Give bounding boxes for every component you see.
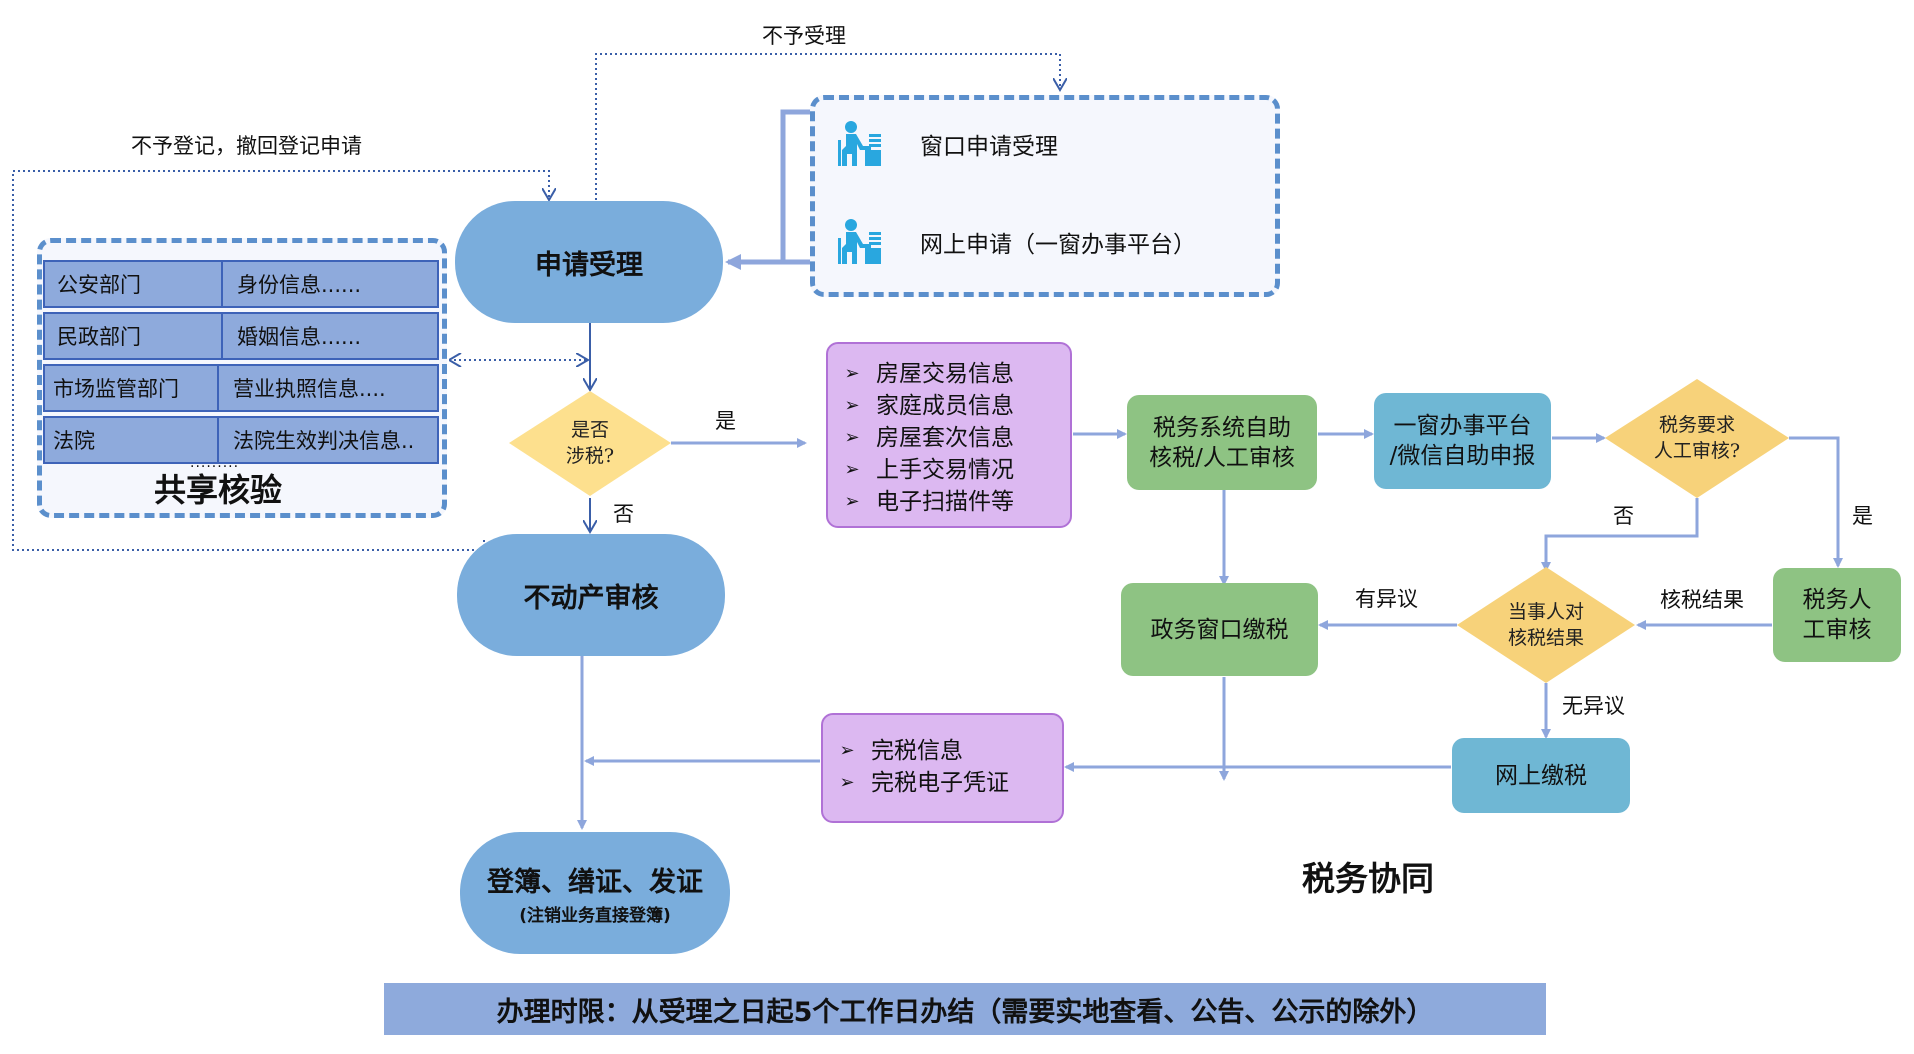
shared-verification-panel: 公安部门 身份信息...... 民政部门 婚姻信息...... 市场监管部门 营…	[37, 238, 447, 518]
list-item-text: 上手交易情况	[876, 457, 1014, 483]
time-limit-banner: 办理时限：从受理之日起5个工作日办结（需要实地查看、公告、公示的除外）	[384, 983, 1546, 1035]
department-cell: 市场监管部门	[45, 366, 219, 410]
verification-table: 公安部门 身份信息...... 民政部门 婚姻信息...... 市场监管部门 营…	[43, 260, 439, 464]
window-pay-node[interactable]: 政务窗口缴税	[1121, 583, 1318, 676]
table-row: 市场监管部门 营业执照信息....	[43, 364, 439, 412]
property-review-label: 不动产审核	[523, 582, 659, 614]
tax-decision-line2: 涉税?	[565, 445, 615, 467]
manual-review-decision-label: 税务要求 人工审核?	[1637, 408, 1757, 468]
table-row: 民政部门 婚姻信息......	[43, 312, 439, 360]
manual-no-label: 否	[1613, 504, 1634, 528]
info-cell: 营业执照信息....	[233, 377, 386, 401]
tax-output-info-list: ➢ 完税信息 ➢ 完税电子凭证	[823, 735, 1062, 799]
tax-input-info-box: ➢ 房屋交易信息 ➢ 家庭成员信息 ➢ 房屋套次信息 ➢ 上手交易情况 ➢ 电子扫描件等	[826, 342, 1072, 528]
department-cell: 民政部门	[45, 314, 223, 358]
arrow-bullet-icon: ➢	[839, 740, 855, 761]
list-item-text: 房屋套次信息	[876, 425, 1014, 451]
list-item: ➢ 电子扫描件等	[828, 486, 1070, 518]
party-decision-label: 当事人对 核税结果	[1486, 595, 1606, 655]
arrow-bullet-icon: ➢	[844, 363, 860, 384]
list-item-text: 完税电子凭证	[871, 770, 1009, 796]
list-item-text: 完税信息	[871, 738, 963, 764]
manual-question-line1: 税务要求	[1658, 414, 1735, 436]
apply-label: 申请受理	[535, 249, 643, 281]
application-channels-panel: 窗口申请受理 网上申请（一窗办事平台）	[810, 95, 1280, 297]
channel-window[interactable]: 窗口申请受理	[835, 120, 1058, 168]
self-check-line1: 税务系统自助	[1153, 414, 1291, 441]
department-cell: 公安部门	[45, 262, 223, 306]
result-label: 核税结果	[1660, 588, 1744, 612]
online-pay-node[interactable]: 网上缴税	[1452, 738, 1630, 813]
list-item-text: 房屋交易信息	[876, 361, 1014, 387]
party-question-line1: 当事人对	[1507, 601, 1584, 623]
info-cell: 身份信息......	[237, 273, 362, 297]
objection-label: 有异议	[1355, 587, 1418, 611]
more-ellipsis: .........	[190, 455, 240, 471]
one-window-line1: 一窗办事平台	[1393, 413, 1532, 439]
channel-online-label: 网上申请（一窗办事平台）	[920, 232, 1196, 258]
list-item: ➢ 房屋套次信息	[828, 422, 1070, 454]
register-sublabel: (注销业务直接登簿)	[519, 906, 671, 926]
reject-registration-label: 不予登记，撤回登记申请	[131, 134, 362, 158]
list-item: ➢ 完税电子凭证	[823, 767, 1062, 799]
time-limit-text: 办理时限：从受理之日起5个工作日办结（需要实地查看、公告、公示的除外）	[496, 996, 1434, 1028]
list-item: ➢ 上手交易情况	[828, 454, 1070, 486]
register-node[interactable]: 登簿、缮证、发证 (注销业务直接登簿)	[460, 832, 730, 954]
info-cell: 婚姻信息......	[237, 325, 362, 349]
window-pay-label: 政务窗口缴税	[1150, 616, 1289, 643]
tax-input-info-list: ➢ 房屋交易信息 ➢ 家庭成员信息 ➢ 房屋套次信息 ➢ 上手交易情况 ➢ 电子扫描件等	[828, 358, 1070, 518]
manual-yes-label: 是	[1852, 504, 1873, 528]
tax-collab-title: 税务协同	[1302, 859, 1434, 898]
manualq-yes-connector	[1789, 436, 1843, 568]
list-item: ➢ 完税信息	[823, 735, 1062, 767]
info-cell: 法院生效判决信息..	[233, 429, 415, 453]
person-at-desk-icon	[838, 219, 881, 264]
manual-review-line2: 工审核	[1802, 617, 1872, 643]
list-item-text: 家庭成员信息	[876, 393, 1014, 419]
manual-review-line1: 税务人	[1802, 587, 1872, 613]
reject-acceptance-label: 不予受理	[762, 24, 846, 48]
channel-window-label: 窗口申请受理	[920, 134, 1058, 160]
channel-online[interactable]: 网上申请（一窗办事平台）	[835, 218, 1196, 266]
tax-output-info-box: ➢ 完税信息 ➢ 完税电子凭证	[821, 713, 1064, 823]
self-check-node[interactable]: 税务系统自助 核税/人工审核	[1127, 395, 1317, 490]
property-review-node[interactable]: 不动产审核	[457, 534, 725, 656]
table-row: 公安部门 身份信息......	[43, 260, 439, 308]
arrow-bullet-icon: ➢	[839, 772, 855, 793]
arrow-bullet-icon: ➢	[844, 491, 860, 512]
list-item: ➢ 房屋交易信息	[828, 358, 1070, 390]
tax-decision-label: 是否 涉税?	[530, 410, 650, 476]
apply-node[interactable]: 申请受理	[455, 201, 723, 323]
online-pay-label: 网上缴税	[1495, 762, 1587, 789]
one-window-line2: /微信自助申报	[1389, 443, 1536, 469]
manual-review-node[interactable]: 税务人 工审核	[1773, 568, 1901, 662]
shared-verification-title: 共享核验	[154, 471, 283, 509]
one-window-node[interactable]: 一窗办事平台 /微信自助申报	[1374, 393, 1551, 489]
list-item: ➢ 家庭成员信息	[828, 390, 1070, 422]
self-check-line2: 核税/人工审核	[1149, 444, 1295, 471]
register-label: 登簿、缮证、发证	[487, 867, 703, 898]
manual-question-line2: 人工审核?	[1653, 440, 1741, 462]
decision-no-label: 否	[613, 502, 634, 526]
tax-decision-line1: 是否	[570, 419, 609, 441]
party-question-line2: 核税结果	[1507, 627, 1584, 649]
arrow-bullet-icon: ➢	[844, 459, 860, 480]
decision-yes-label: 是	[715, 409, 736, 433]
arrow-bullet-icon: ➢	[844, 427, 860, 448]
table-row: 法院 法院生效判决信息..	[43, 416, 439, 464]
arrow-bullet-icon: ➢	[844, 395, 860, 416]
no-objection-label: 无异议	[1562, 694, 1625, 718]
department-cell: 法院	[45, 418, 219, 462]
person-at-desk-icon	[838, 121, 881, 166]
list-item-text: 电子扫描件等	[876, 489, 1014, 515]
